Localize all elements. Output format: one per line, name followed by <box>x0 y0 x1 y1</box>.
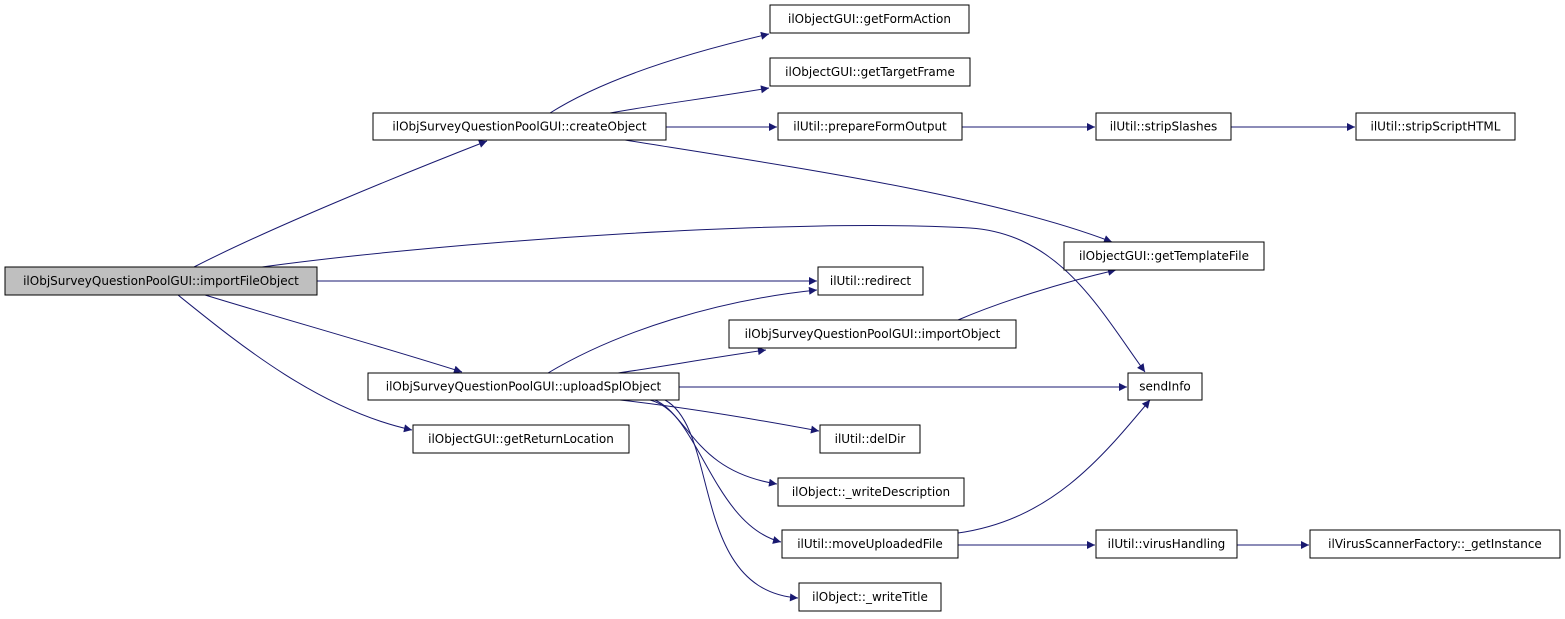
edge-moveUploadedFile-to-sendInfo <box>957 399 1151 534</box>
node-getReturnLocation[interactable]: ilObjectGUI::getReturnLocation <box>412 424 630 454</box>
edge-importFileObject-to-uploadSplObject <box>204 294 463 374</box>
node-label: ilObjSurveyQuestionPoolGUI::uploadSplObj… <box>386 380 662 394</box>
edge-uploadSplObject-to-delDir <box>619 399 820 434</box>
edge-uploadSplObject-to-writeTitle <box>664 399 799 602</box>
node-stripSlashes[interactable]: ilUtil::stripSlashes <box>1095 112 1232 141</box>
node-getTemplateFile[interactable]: ilObjectGUI::getTemplateFile <box>1063 241 1265 271</box>
node-label: ilObjSurveyQuestionPoolGUI::importObject <box>745 327 1001 341</box>
node-writeTitle[interactable]: ilObject::_writeTitle <box>798 582 942 612</box>
node-getTargetFrame[interactable]: ilObjectGUI::getTargetFrame <box>769 57 971 87</box>
node-getFormAction[interactable]: ilObjectGUI::getFormAction <box>769 4 970 34</box>
node-uploadSplObject[interactable]: ilObjSurveyQuestionPoolGUI::uploadSplObj… <box>367 372 680 401</box>
node-importFileObject[interactable]: ilObjSurveyQuestionPoolGUI::importFileOb… <box>4 266 318 296</box>
nodes: ilObjSurveyQuestionPoolGUI::importFileOb… <box>4 4 1561 612</box>
edge-createObject-to-getFormAction <box>549 31 770 114</box>
node-box <box>798 582 942 612</box>
node-box <box>372 112 667 141</box>
node-label: ilObject::_writeTitle <box>812 590 928 604</box>
node-box <box>1355 112 1516 141</box>
node-box <box>1095 529 1238 559</box>
node-box <box>4 266 318 296</box>
node-importObject[interactable]: ilObjSurveyQuestionPoolGUI::importObject <box>728 319 1017 349</box>
edge-createObject-to-getTemplateFile <box>624 139 1113 243</box>
edge-uploadSplObject-to-redirect <box>547 286 818 374</box>
node-moveUploadedFile[interactable]: ilUtil::moveUploadedFile <box>781 529 959 559</box>
node-label: ilUtil::stripScriptHTML <box>1371 120 1501 134</box>
edge-uploadSplObject-to-moveUploadedFile <box>654 399 782 544</box>
node-box <box>777 477 965 507</box>
node-delDir[interactable]: ilUtil::delDir <box>819 424 921 454</box>
edge-createObject-to-getTargetFrame <box>609 85 770 114</box>
node-label: ilUtil::virusHandling <box>1108 537 1226 551</box>
node-prepareFormOutput[interactable]: ilUtil::prepareFormOutput <box>777 112 963 141</box>
node-label: ilObject::_writeDescription <box>792 485 950 499</box>
node-label: ilObjectGUI::getTargetFrame <box>785 65 955 79</box>
edge-uploadSplObject-to-importObject <box>617 347 767 374</box>
node-box <box>1127 372 1203 401</box>
node-label: ilObjectGUI::getReturnLocation <box>428 432 614 446</box>
node-stripScriptHTML[interactable]: ilUtil::stripScriptHTML <box>1355 112 1516 141</box>
node-label: ilUtil::redirect <box>830 274 912 288</box>
node-box <box>728 319 1017 349</box>
node-writeDescription[interactable]: ilObject::_writeDescription <box>777 477 965 507</box>
node-label: ilUtil::prepareFormOutput <box>793 120 947 134</box>
edge-uploadSplObject-to-writeDescription <box>649 399 778 487</box>
edge-importObject-to-getTemplateFile <box>957 267 1117 321</box>
node-box <box>1309 529 1561 559</box>
node-box <box>412 424 630 454</box>
node-box <box>781 529 959 559</box>
node-box <box>819 424 921 454</box>
node-label: ilObjSurveyQuestionPoolGUI::createObject <box>392 120 646 134</box>
node-label: ilObjSurveyQuestionPoolGUI::importFileOb… <box>23 274 299 288</box>
node-sendInfo[interactable]: sendInfo <box>1127 372 1203 401</box>
node-box <box>1063 241 1265 271</box>
node-virusHandling[interactable]: ilUtil::virusHandling <box>1095 529 1238 559</box>
node-box <box>1095 112 1232 141</box>
node-redirect[interactable]: ilUtil::redirect <box>817 266 924 296</box>
edge-importFileObject-to-sendInfo <box>261 225 1146 373</box>
node-label: ilUtil::delDir <box>835 432 906 446</box>
node-getInstance[interactable]: ilVirusScannerFactory::_getInstance <box>1309 529 1561 559</box>
edges <box>177 31 1355 602</box>
node-label: ilUtil::stripSlashes <box>1110 120 1218 134</box>
node-box <box>769 57 971 87</box>
node-box <box>769 4 970 34</box>
node-label: ilVirusScannerFactory::_getInstance <box>1328 537 1542 551</box>
edge-importFileObject-to-getReturnLocation <box>177 294 413 433</box>
node-box <box>817 266 924 296</box>
node-createObject[interactable]: ilObjSurveyQuestionPoolGUI::createObject <box>372 112 667 141</box>
node-label: ilObjectGUI::getFormAction <box>788 12 951 26</box>
node-label: sendInfo <box>1139 380 1191 394</box>
edge-importFileObject-to-createObject <box>193 140 488 268</box>
node-box <box>367 372 680 401</box>
node-box <box>777 112 963 141</box>
node-label: ilUtil::moveUploadedFile <box>797 537 943 551</box>
node-label: ilObjectGUI::getTemplateFile <box>1079 249 1249 263</box>
